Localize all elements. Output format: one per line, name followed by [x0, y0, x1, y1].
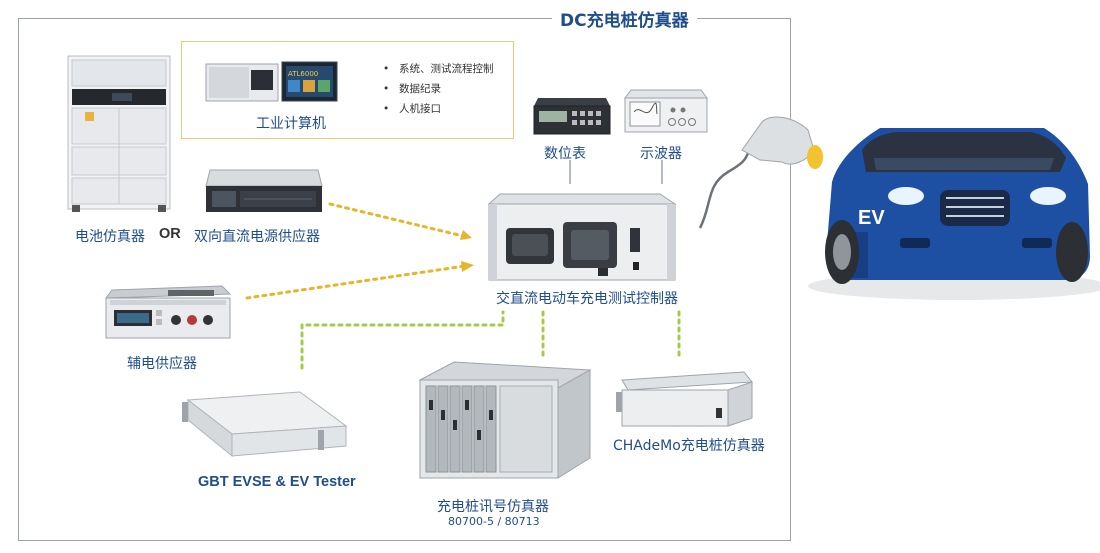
- bidirectional-supply-label: 双向直流电源供应器: [194, 229, 320, 245]
- electric-car: EV: [808, 128, 1100, 300]
- oscilloscope-label: 示波器: [640, 146, 682, 162]
- charging-plug: [698, 116, 823, 229]
- battery-simulator-label: 电池仿真器: [75, 229, 145, 245]
- ev-badge: EV: [858, 207, 885, 229]
- oscilloscope: [624, 89, 708, 133]
- aux-supply-label: 辅电供应器: [127, 356, 197, 372]
- signal-simulator-chassis: [418, 361, 592, 479]
- diagram-title: DC充电桩仿真器: [552, 6, 697, 31]
- dmm-label: 数位表: [544, 146, 586, 162]
- ipc-feature-list: 系统、测试流程控制 数据纪录 人机接口: [383, 59, 494, 119]
- controller-label: 交直流电动车充电测试控制器: [496, 291, 678, 307]
- signal-connectors: [300, 310, 681, 370]
- ipc-feature-item: 系统、测试流程控制: [383, 59, 494, 79]
- industrial-pc: ATL6000: [205, 61, 338, 102]
- bidirectional-dc-supply: [205, 169, 323, 212]
- industrial-pc-box: [181, 41, 514, 139]
- power-connectors: [245, 202, 467, 300]
- dc-simulator-frame: [18, 18, 791, 541]
- gbt-evse-ev-tester: [182, 391, 348, 458]
- ipc-feature-item: 数据纪录: [383, 79, 494, 99]
- or-label: OR: [159, 226, 181, 242]
- connector-bidirectional-to-controller: [328, 202, 465, 238]
- connector-aux-to-controller: [245, 264, 467, 300]
- arrowhead: [460, 230, 472, 240]
- signal-simulator-label: 充电桩讯号仿真器: [437, 499, 549, 515]
- chademo-label: CHAdeMo充电桩仿真器: [613, 438, 765, 454]
- gbt-tester-label: GBT EVSE & EV Tester: [198, 474, 356, 490]
- arrowhead: [461, 261, 474, 272]
- instrument-links: [569, 160, 663, 184]
- signal-simulator-models: 80700-5 / 80713: [448, 515, 540, 528]
- industrial-pc-label: 工业计算机: [256, 116, 326, 132]
- ev-charging-controller: [487, 193, 677, 281]
- auxiliary-power-supply: [104, 285, 232, 339]
- connector-gbt-to-controller: [300, 310, 505, 370]
- ipc-feature-item: 人机接口: [383, 99, 494, 119]
- battery-simulator-cabinet: [67, 55, 171, 212]
- pc-screen-text: ATL6000: [288, 70, 318, 78]
- digital-multimeter: [533, 98, 611, 135]
- arrowheads: [460, 230, 474, 272]
- chademo-simulator: [616, 371, 753, 427]
